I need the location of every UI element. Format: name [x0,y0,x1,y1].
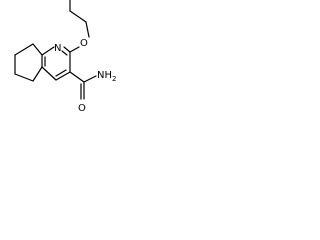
bond-c7-c6 [14,43,34,56]
bond-c7a-n1 [41,46,55,56]
bond-c4-c4a [32,66,43,82]
bonds [14,0,97,100]
bond-n1-c2-inner [61,50,68,56]
bond-c3-c4-inner [55,69,67,77]
bond-c3-c4 [55,71,71,81]
bond-n1-c2 [63,46,71,53]
structure-diagram: N O O NH2 [14,0,116,114]
bond-c7-c7a [32,43,43,56]
amide-h-subscript: 2 [112,75,116,83]
bond-c4-c4a [41,66,57,81]
bond-c5-c4 [14,73,34,82]
bond-c2-o [69,46,80,53]
bond-c3-camide [69,71,85,83]
atom-labels: N O O NH2 [54,38,116,114]
bond-o-ca [85,21,90,38]
amide-nh-text: NH [97,70,112,81]
bond-ca-cb [69,10,87,23]
ring-nitrogen-label: N [54,43,61,54]
ether-oxygen-label: O [80,38,88,49]
bond-camide-n [83,75,97,83]
amide-nitrogen-label: NH2 [97,70,116,83]
carbonyl-oxygen-label: O [78,103,86,114]
